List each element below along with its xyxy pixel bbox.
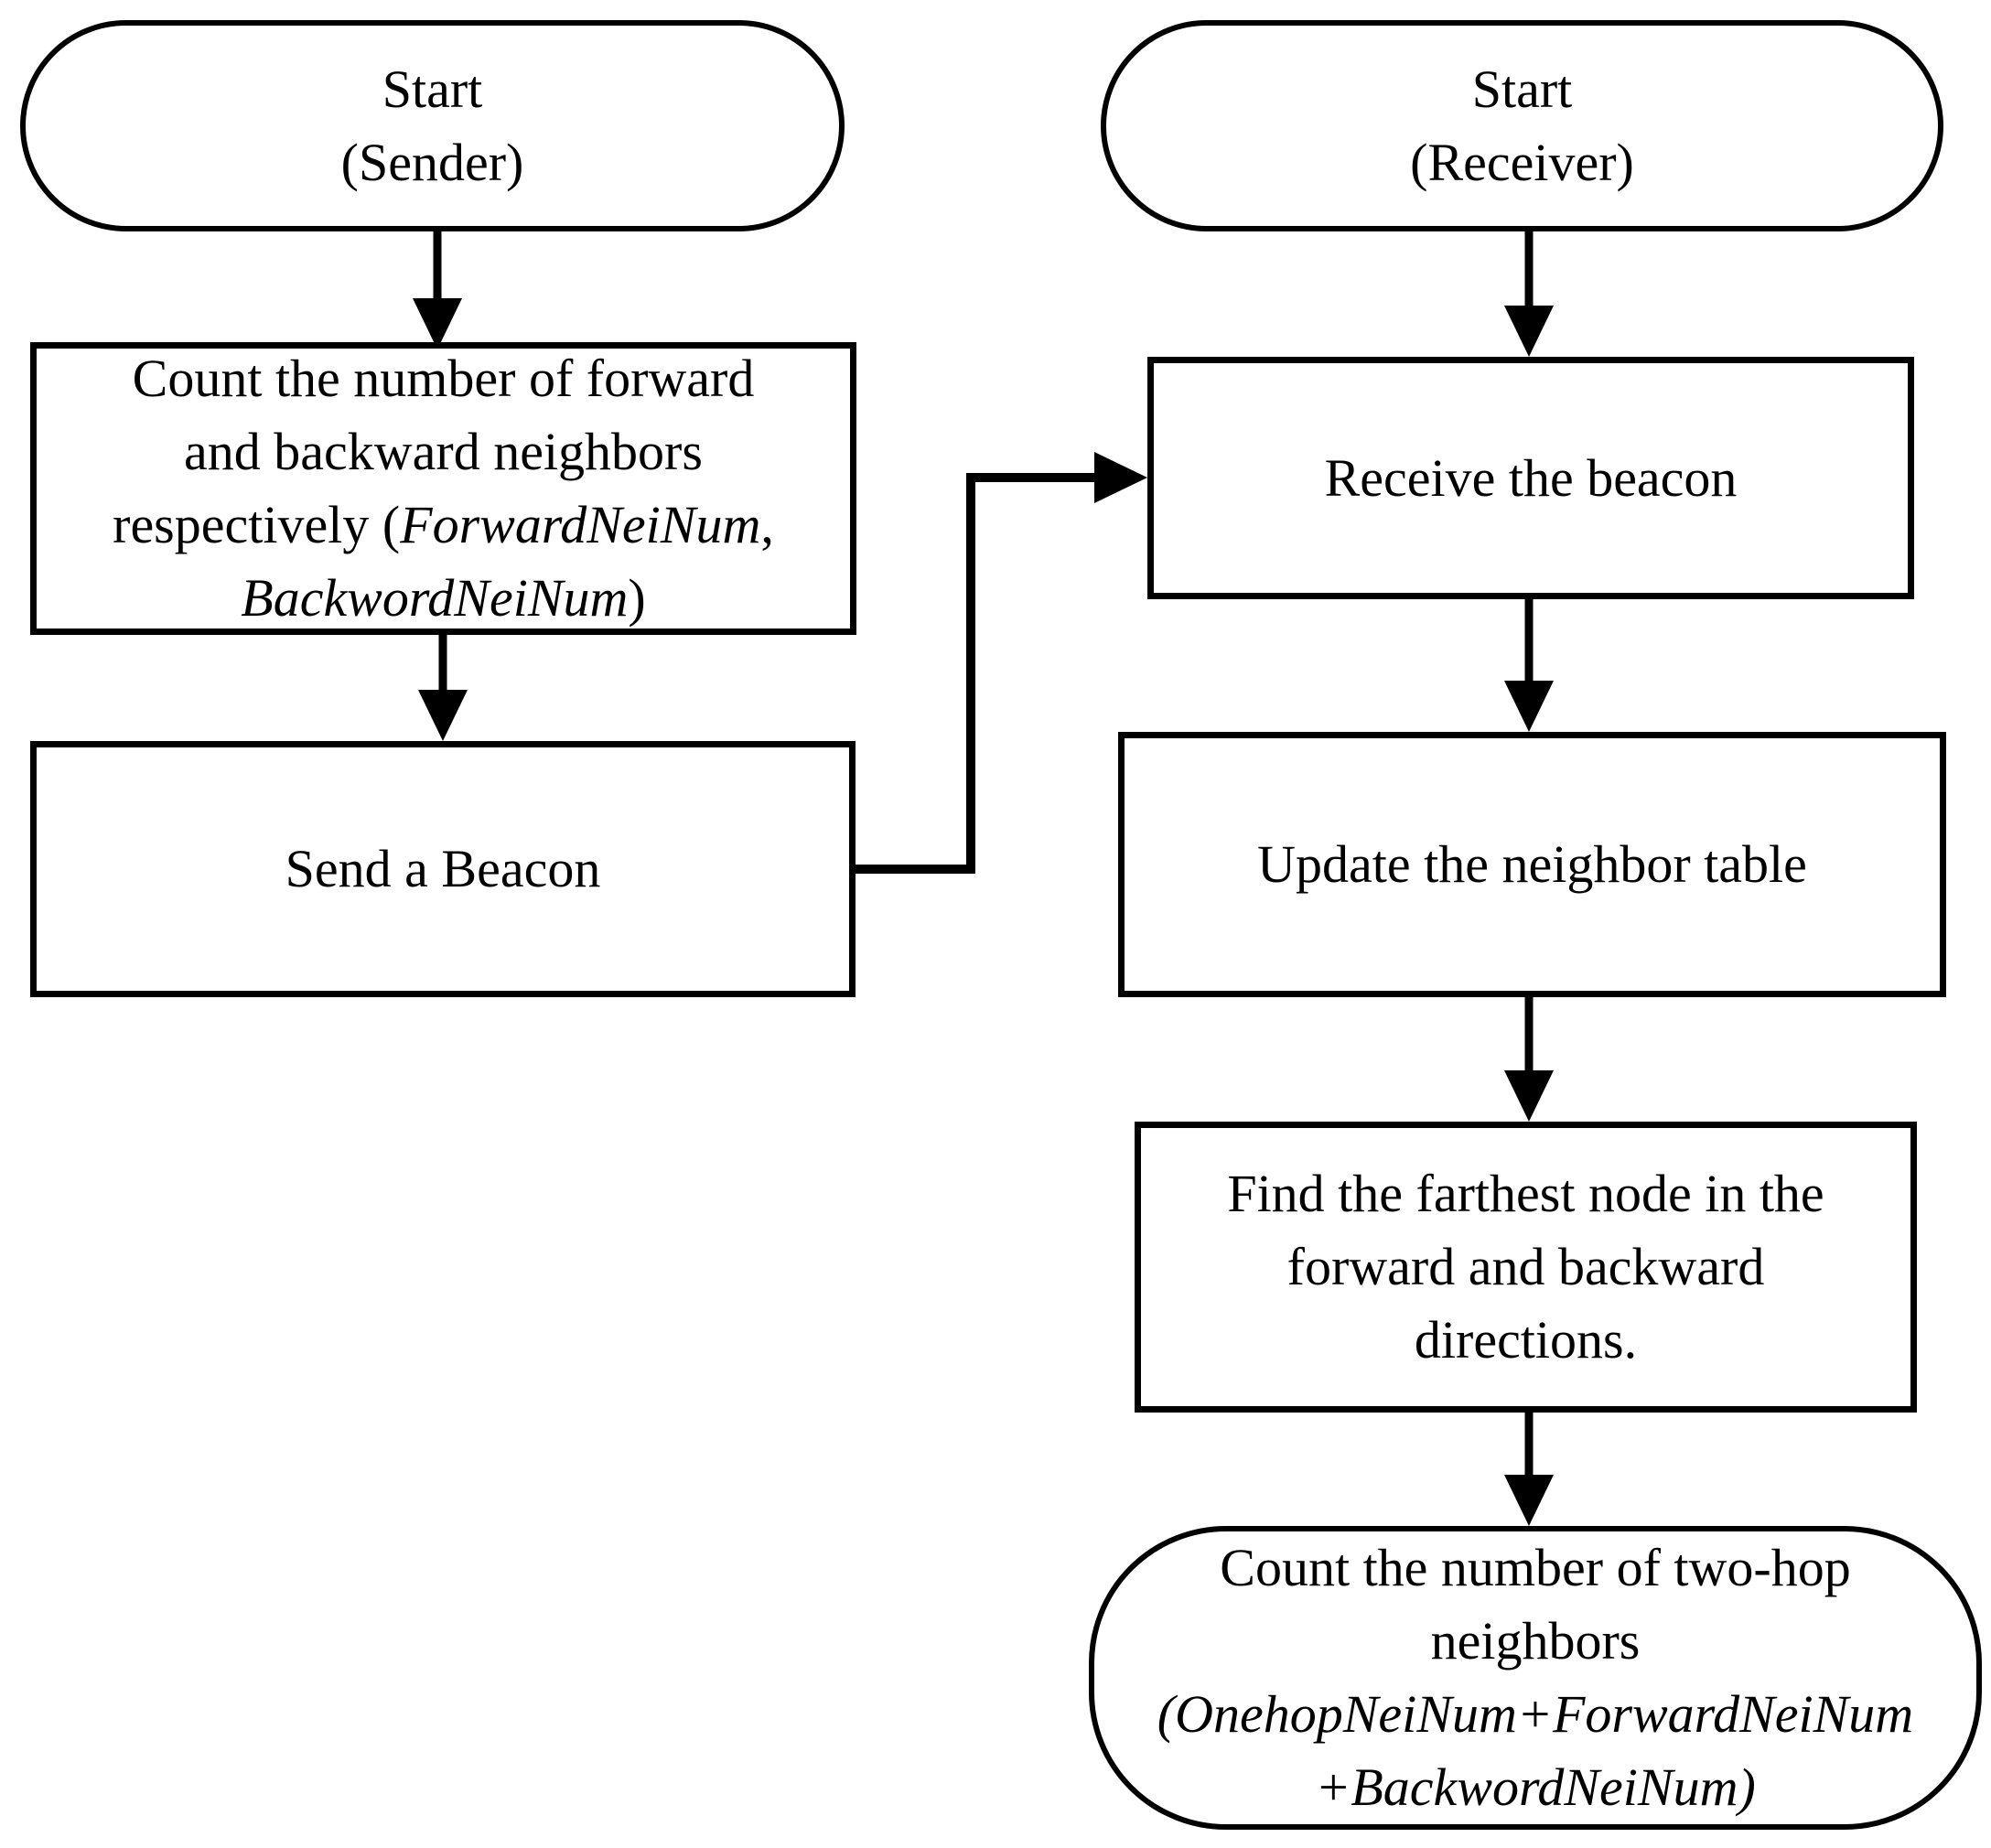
start-sender-line-2: (Sender) [340,132,524,192]
start-receiver-line-2: (Receiver) [1410,132,1634,192]
flow-node-start-sender: Start (Sender) [20,20,845,231]
flow-node-count-neighbors: Count the number of forward and backward… [30,342,856,635]
count-twohop-line-3: (OnehopNeiNum+ForwardNeiNum [1157,1678,1913,1751]
flow-node-update-neighbor-table: Update the neighbor table [1118,732,1946,997]
count-line3-suffix: , [760,495,774,554]
receive-beacon-line-1: Receive the beacon [1324,447,1738,508]
count-twohop-line3-expression: (OnehopNeiNum+ForwardNeiNum [1157,1684,1914,1744]
count-twohop-line-4: +BackwordNeiNum) [1315,1751,1756,1824]
arrow-find-to-count-twohop [1504,1413,1554,1526]
count-neighbors-line-1: Count the number of forward [132,349,755,408]
count-line3-variable: ForwardNeiNum [400,495,761,554]
find-farthest-line-3: directions. [1414,1310,1638,1370]
flow-node-start-receiver: Start (Receiver) [1101,20,1943,231]
flow-node-send-beacon: Send a Beacon [30,741,856,997]
arrow-start-receiver-to-receive [1504,231,1554,357]
count-neighbors-line-4: BackwordNeiNum) [241,562,645,635]
find-farthest-line-1: Find the farthest node in the [1227,1164,1824,1223]
arrow-receive-to-update [1504,599,1554,732]
start-sender-line-1: Start [382,59,483,119]
arrow-update-to-find [1504,997,1554,1122]
count-twohop-line-1: Count the number of two-hop [1220,1538,1851,1597]
flow-node-find-farthest-node: Find the farthest node in the forward an… [1135,1122,1917,1413]
count-line3-prefix: respectively ( [113,495,401,554]
flow-node-receive-beacon: Receive the beacon [1147,357,1914,599]
count-line4-variable: BackwordNeiNum [241,568,629,628]
arrow-start-sender-to-count [413,231,462,349]
find-farthest-line-2: forward and backward [1286,1237,1765,1296]
update-neighbor-table-line-1: Update the neighbor table [1257,834,1807,894]
count-line4-suffix: ) [628,568,646,628]
arrow-count-to-send [418,631,468,741]
arrow-send-to-receive [854,452,1147,874]
send-beacon-line-1: Send a Beacon [285,839,601,898]
count-twohop-line-2: neighbors [1430,1611,1641,1671]
start-receiver-line-1: Start [1471,59,1573,119]
count-twohop-line4-expression: +BackwordNeiNum) [1315,1757,1756,1817]
count-neighbors-line-2: and backward neighbors [184,422,703,481]
count-neighbors-line-3: respectively (ForwardNeiNum, [113,489,774,562]
flow-node-count-twohop-neighbors: Count the number of two-hop neighbors (O… [1089,1526,1982,1830]
